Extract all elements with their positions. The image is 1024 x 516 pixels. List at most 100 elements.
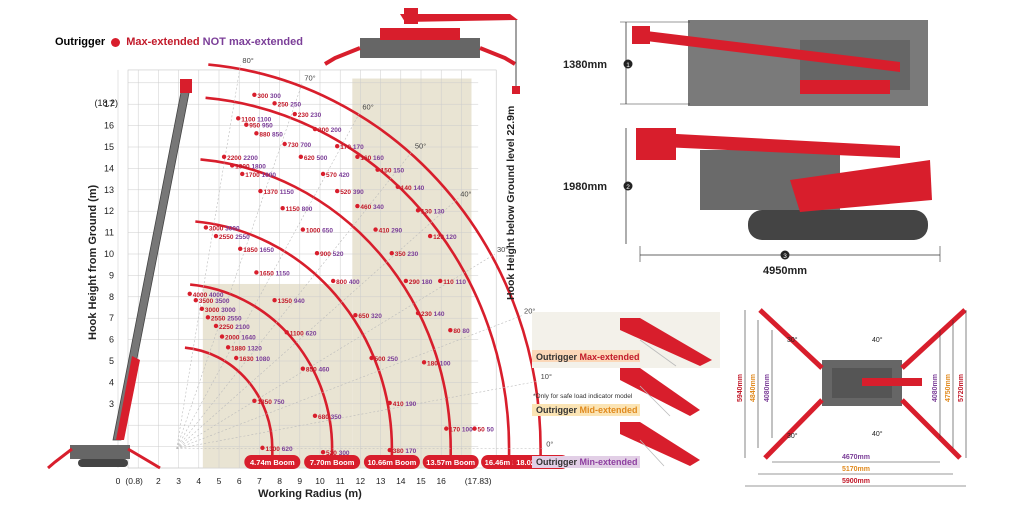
load-point (312, 126, 318, 132)
load-max: 120 (433, 234, 446, 241)
load-label: 230 230 (298, 112, 322, 119)
load-not-max: 1800 (251, 163, 266, 170)
load-point (240, 171, 245, 177)
load-max: 300 (257, 93, 270, 100)
top-crane-frame-icon (380, 28, 460, 40)
load-not-max: 1100 (257, 116, 271, 123)
load-max: 2200 (227, 155, 243, 162)
load-max: 110 (443, 279, 455, 286)
boom-pill (304, 455, 361, 469)
angle-label: 60° (362, 102, 373, 111)
load-not-max: 400 (349, 279, 360, 286)
boom-arc (184, 346, 274, 468)
load-max: 880 (259, 131, 272, 138)
load-not-max: 190 (405, 401, 416, 408)
top-boom-icon (400, 14, 518, 22)
load-not-max: 940 (294, 298, 305, 305)
load-point (236, 116, 241, 121)
load-label: 2000 1640 (225, 335, 256, 342)
x-tick: 8 (277, 476, 282, 486)
load-point (292, 111, 297, 117)
load-not-max: 230 (407, 251, 418, 258)
load-point (238, 246, 243, 252)
load-label: 140 140 (401, 185, 425, 192)
load-not-max: 250 (290, 101, 301, 108)
load-point (330, 278, 336, 284)
crane-silhouette (47, 8, 520, 470)
load-not-max: 1640 (241, 335, 256, 342)
load-point (225, 345, 231, 350)
load-not-max: 160 (373, 155, 384, 162)
load-point (314, 250, 320, 256)
load-not-max: 520 (333, 251, 344, 258)
load-label: 850 460 (306, 367, 330, 374)
load-label: 570 420 (326, 172, 350, 179)
load-point (444, 426, 449, 431)
y-tick: 16 (104, 121, 114, 131)
load-label: 1100 620 (290, 330, 317, 337)
load-not-max: 950 (262, 123, 273, 130)
load-point (387, 447, 392, 453)
load-max: 1350 (278, 298, 294, 305)
angle-line (176, 380, 539, 450)
legend-not-max-label: NOT max-extended (202, 36, 303, 48)
load-max: 410 (379, 228, 392, 235)
chart-outrigger-right-icon (127, 447, 161, 470)
load-max: 230 (421, 311, 434, 318)
x-tick: 7 (257, 476, 262, 486)
load-point (421, 360, 427, 365)
load-max: 520 (326, 450, 339, 457)
load-max: 650 (358, 313, 371, 320)
load-label: 230 140 (421, 311, 445, 318)
x-tick: 13 (376, 476, 386, 486)
load-point (373, 227, 378, 232)
load-point (234, 355, 239, 361)
load-label: 3000 3000 (209, 225, 240, 232)
y-tick: 9 (109, 270, 114, 280)
load-max: 460 (360, 204, 373, 211)
load-label: 620 500 (304, 155, 328, 162)
load-point (355, 203, 360, 209)
load-label: 650 320 (358, 313, 382, 320)
beige-panel (352, 78, 472, 469)
x-tick: 12 (356, 476, 366, 486)
load-not-max: 620 (306, 330, 317, 337)
load-not-max: 700 (300, 142, 311, 149)
load-not-max: 170 (405, 448, 416, 455)
load-point (282, 141, 287, 147)
x-tick: 0 (116, 476, 121, 486)
load-max: 800 (336, 279, 349, 286)
load-not-max: 120 (446, 234, 457, 241)
load-not-max: 750 (274, 399, 285, 406)
load-max: 1880 (231, 345, 247, 352)
angle-label: 70° (304, 74, 315, 83)
load-point (213, 233, 219, 239)
load-point (272, 298, 277, 303)
load-label: 880 850 (259, 131, 283, 138)
load-not-max: 320 (371, 313, 382, 320)
load-point (252, 398, 257, 403)
load-max: 1000 (306, 228, 322, 235)
load-label: 3000 3000 (205, 307, 236, 314)
load-max: 1850 (243, 247, 259, 254)
load-label: 120 120 (433, 234, 457, 241)
load-not-max: 460 (319, 367, 330, 374)
load-point (353, 313, 358, 318)
load-max: 1700 (245, 172, 261, 179)
load-max: 1100 (241, 116, 257, 123)
load-max: 900 (320, 251, 333, 258)
load-max: 1650 (259, 270, 275, 277)
load-label: 50 50 (478, 427, 495, 434)
load-max: 1150 (286, 206, 302, 213)
load-not-max: 1150 (276, 270, 290, 277)
y-tick: 12 (104, 206, 114, 216)
boom-arc (208, 63, 542, 468)
load-label: 520 390 (340, 189, 364, 196)
load-max: 1630 (239, 356, 255, 363)
boom-arc (195, 220, 394, 468)
load-label: 160 160 (360, 155, 384, 162)
boom-pill-label: 7.70m Boom (310, 458, 355, 467)
